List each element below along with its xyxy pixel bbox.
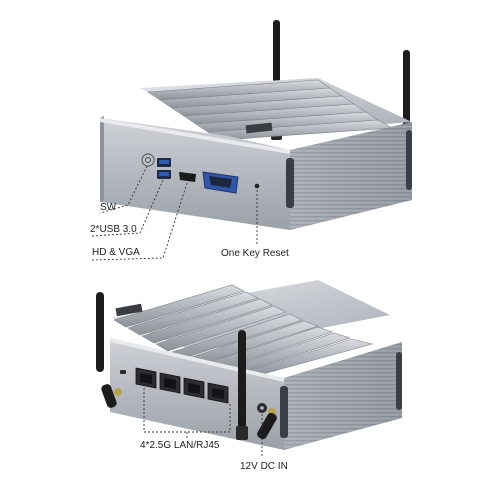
rj45-port-icon: [135, 367, 157, 389]
usb-label: 2*USB 3.0: [90, 224, 137, 235]
antenna-icon: [96, 292, 104, 372]
vga-port-icon: [202, 171, 239, 194]
dc-jack-icon: [257, 403, 267, 413]
reset-pinhole-icon: [254, 183, 260, 189]
sw-label: SW: [100, 202, 117, 213]
power-button-icon: [141, 153, 155, 167]
hd-vga-label: HD & VGA: [92, 247, 140, 258]
rj45-port-icon: [207, 382, 229, 404]
dc-in-label: 12V DC IN: [240, 461, 288, 472]
mini-pc-front-view: [100, 20, 412, 230]
rj45-port-icon: [183, 377, 205, 399]
hdmi-port-icon: [179, 172, 196, 182]
reset-label: One Key Reset: [221, 248, 289, 259]
antenna-icon: [101, 384, 122, 408]
mini-pc-rear-view: [96, 280, 402, 450]
antenna-icon: [257, 408, 277, 440]
lan-label: 4*2.5G LAN/RJ45: [140, 440, 220, 451]
usb-port-icon: [157, 158, 171, 167]
callout-leader-lines-bottom: [143, 388, 263, 458]
rj45-port-icon: [159, 372, 181, 394]
antenna-icon: [236, 330, 248, 440]
usb-port-icon: [157, 170, 171, 179]
callout-leader-lines-top: [91, 165, 258, 261]
